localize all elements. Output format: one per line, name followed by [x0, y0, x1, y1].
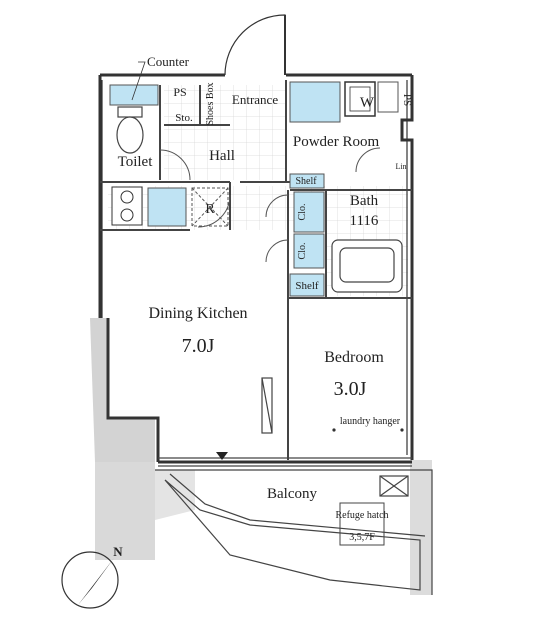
sink: [147, 187, 187, 227]
bedroom-closet: [261, 377, 273, 434]
label-ps-right: PS: [401, 94, 413, 106]
exterior-shading: [90, 318, 432, 595]
stove: [111, 186, 143, 226]
walls: [98, 73, 414, 464]
label-ps-left: PS: [173, 85, 186, 99]
label-bedroom: Bedroom: [324, 349, 384, 366]
label-balcony: Balcony: [267, 486, 317, 502]
entrance-door[interactable]: [224, 14, 286, 76]
entrance-marker: [216, 452, 228, 460]
label-compass-n: N: [113, 544, 123, 559]
label-powder-room: Powder Room: [293, 134, 380, 150]
label-dining-kitchen-size: 7.0J: [182, 335, 215, 357]
label-bath: Bath: [350, 193, 379, 209]
compass-ring: [61, 551, 119, 609]
closet-lower: [293, 233, 325, 269]
fridge: [191, 187, 229, 227]
label-r: R: [205, 202, 215, 217]
label-shoes-box: Shoes Box: [205, 82, 216, 125]
label-counter: Counter: [147, 54, 190, 69]
label-dining-kitchen: Dining Kitchen: [148, 305, 247, 322]
label-clo-upper: Clo.: [297, 204, 308, 221]
ps-right-box: [377, 81, 399, 113]
balcony: [155, 469, 433, 595]
label-entrance: Entrance: [232, 92, 278, 107]
label-bedroom-size: 3.0J: [334, 378, 367, 400]
counter-leader: [131, 61, 146, 101]
closet-upper: [293, 191, 325, 233]
interior-walls: [100, 80, 412, 460]
label-toilet: Toilet: [118, 154, 154, 170]
toilet-fixture: [116, 106, 144, 154]
compass: [61, 551, 119, 609]
label-lin: Lin: [395, 162, 406, 171]
markers: [332, 428, 404, 546]
bathtub: [331, 239, 403, 293]
window: [158, 457, 412, 467]
label-shelf-top: Shelf: [295, 176, 317, 187]
label-sto: Sto.: [175, 112, 193, 124]
label-hall: Hall: [209, 148, 235, 164]
label-w: W: [360, 95, 375, 111]
label-bath-size: 1116: [350, 213, 379, 229]
label-clo-lower: Clo.: [297, 243, 308, 260]
shelf-upper-box: [289, 173, 325, 189]
label-laundry-hanger: laundry hanger: [340, 416, 401, 427]
label-refuge-floors: 3,5,7F: [349, 532, 375, 543]
label-refuge-hatch: Refuge hatch: [335, 510, 388, 521]
compass-needle: [78, 558, 114, 605]
labels: Counter PS Sto. Shoes Box Entrance W PS …: [113, 54, 413, 559]
washbasin: [289, 81, 341, 123]
label-shelf-bottom: Shelf: [295, 280, 319, 292]
shelf-lower-box: [289, 273, 325, 297]
